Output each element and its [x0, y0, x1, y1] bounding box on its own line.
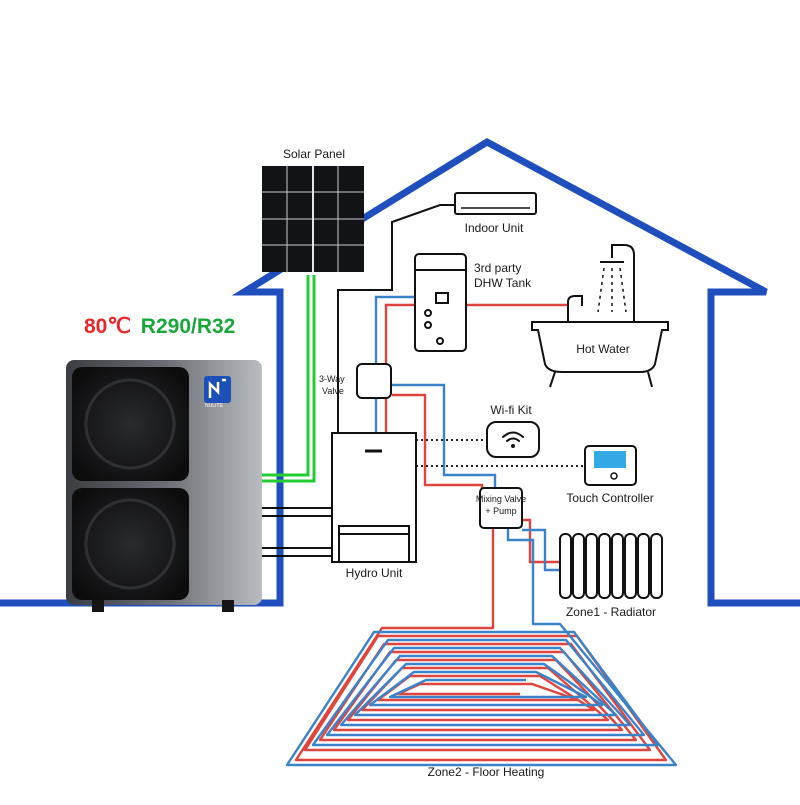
label-hot-water: Hot Water [576, 342, 630, 356]
brand-logo [204, 376, 231, 403]
dhw-tank [414, 253, 467, 352]
label-zone2-floor-heating: Zone2 - Floor Heating [427, 765, 545, 779]
label-hydro-unit: Hydro Unit [345, 566, 403, 580]
touch-controller [584, 445, 637, 486]
radiator [559, 533, 663, 599]
label-zone1-radiator: Zone1 - Radiator [565, 605, 657, 619]
label-dhw-tank-2: DHW Tank [474, 276, 532, 290]
return-pipe-radiator [522, 528, 560, 572]
floor-heating-coils [285, 612, 678, 767]
wifi-kit [486, 421, 540, 458]
label-three-way-1: 3-Way [319, 374, 345, 384]
shower-spray [597, 267, 627, 313]
headline: 80℃ R290/R32 [84, 314, 235, 339]
three-way-valve [356, 363, 392, 399]
label-mixing-valve-2: + Pump [485, 506, 517, 516]
label-three-way-2: Valve [322, 386, 344, 396]
solar-wire [262, 275, 310, 477]
brand-logo-text: NULITE [205, 403, 223, 409]
solar-wire-2 [262, 275, 316, 483]
floor-coil-blue [285, 612, 678, 767]
label-mixing-valve-1: Mixing Valve [475, 494, 527, 504]
house-outline [0, 137, 800, 607]
fan-top [84, 378, 176, 470]
label-wifi-kit: Wi-fi Kit [490, 403, 532, 417]
control-lines [260, 204, 456, 557]
label-touch-controller: Touch Controller [566, 491, 654, 505]
hydro-unit [331, 432, 417, 563]
mixing-valve-pump [479, 487, 523, 529]
return-pipe-mixing [392, 383, 497, 500]
indoor-unit [454, 192, 537, 215]
bathtub [531, 244, 669, 388]
solar-panel [262, 166, 364, 272]
outdoor-heat-pump [66, 360, 262, 612]
fan-bottom [84, 498, 176, 590]
dotted-signal-lines [416, 439, 585, 467]
label-indoor-unit: Indoor Unit [464, 221, 524, 235]
label-solar-panel: Solar Panel [282, 147, 346, 161]
return-pipe-floor [506, 528, 535, 612]
refrigerant-type: R290/R32 [140, 315, 236, 338]
label-dhw-tank-1: 3rd party [474, 261, 522, 275]
temperature-rating: 80℃ [84, 315, 131, 338]
